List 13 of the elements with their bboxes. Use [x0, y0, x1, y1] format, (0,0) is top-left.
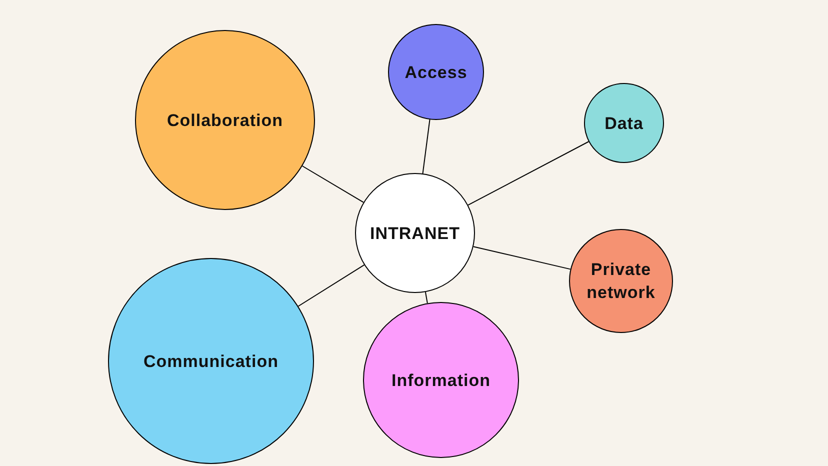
node-label: Data — [604, 112, 644, 134]
connector-line — [302, 166, 364, 203]
connector-line — [468, 141, 590, 206]
node-label: Communication — [144, 350, 278, 372]
connector-line — [422, 119, 430, 174]
node-label: Access — [404, 62, 468, 84]
node-label: Private network — [586, 259, 656, 304]
connector-line — [472, 246, 571, 270]
node-label: INTRANET — [370, 222, 460, 244]
node-label: Information — [392, 370, 490, 392]
connector-line — [424, 292, 428, 304]
node-label: Collaboration — [166, 110, 284, 132]
connector-line — [298, 264, 365, 307]
